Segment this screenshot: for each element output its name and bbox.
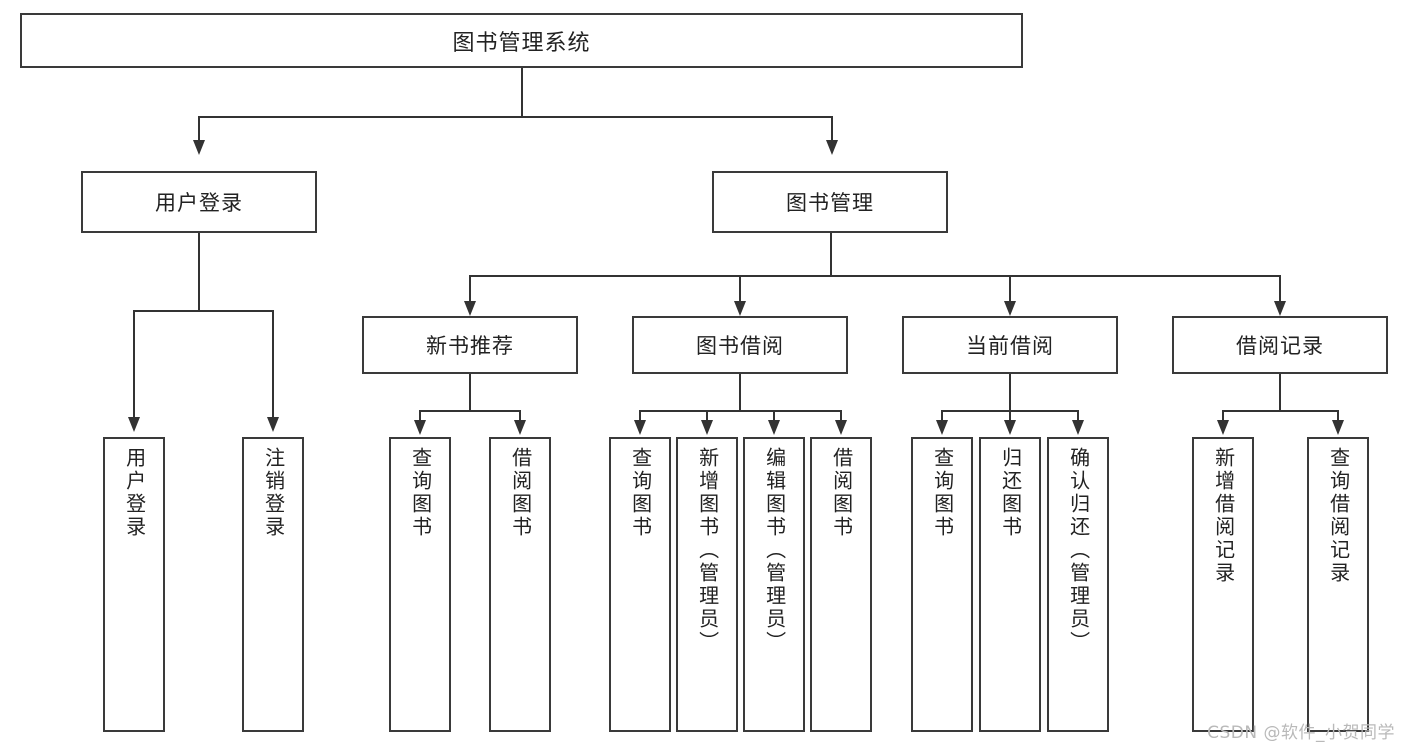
arrow-to-new-book-rec	[464, 301, 476, 316]
connector-root-to-user-login	[198, 116, 200, 140]
connector-book-manage-stem	[830, 233, 832, 275]
connector-user-login-left	[133, 310, 135, 417]
connector-root-stem	[521, 68, 523, 116]
connector-br-bus	[1222, 410, 1337, 412]
node-leaf-cur-return-label: 归还图书	[998, 447, 1023, 539]
node-new-book-rec[interactable]: 新书推荐	[362, 316, 578, 374]
connector-bm-to-new-book-rec	[469, 275, 471, 301]
node-leaf-user-login[interactable]: 用户登录	[103, 437, 165, 732]
connector-bm-to-current-borrow	[1009, 275, 1011, 301]
arrow-to-leaf-rec-search	[1332, 420, 1344, 435]
connector-bb-bus	[639, 410, 840, 412]
node-leaf-borrow-add-label: 新增图书（管理员）	[695, 447, 720, 654]
connector-bb-2	[706, 410, 708, 420]
connector-book-manage-bus	[469, 275, 1281, 277]
connector-root-to-book-manage	[831, 116, 833, 140]
node-leaf-rec-query[interactable]: 查询图书	[389, 437, 451, 732]
arrow-to-leaf-borrow-query	[634, 420, 646, 435]
connector-cb-2	[1009, 410, 1011, 420]
node-leaf-user-logout[interactable]: 注销登录	[242, 437, 304, 732]
connector-bm-to-borrow-record	[1279, 275, 1281, 301]
connector-nbr-right	[519, 410, 521, 420]
arrow-root-to-book-manage	[826, 140, 838, 155]
node-leaf-rec-query-label: 查询图书	[408, 447, 433, 539]
node-current-borrow-label: 当前借阅	[966, 334, 1054, 358]
connector-cb-stem	[1009, 374, 1011, 410]
arrow-to-leaf-borrow-edit	[768, 420, 780, 435]
connector-user-login-bus	[133, 310, 273, 312]
connector-nbr-left	[419, 410, 421, 420]
node-root-label: 图书管理系统	[452, 30, 591, 56]
connector-bb-3	[773, 410, 775, 420]
arrow-to-current-borrow	[1004, 301, 1016, 316]
node-book-manage-label: 图书管理	[786, 191, 874, 215]
connector-bb-1	[639, 410, 641, 420]
node-book-manage[interactable]: 图书管理	[712, 171, 948, 233]
arrow-to-leaf-rec-add	[1217, 420, 1229, 435]
connector-cb-1	[941, 410, 943, 420]
node-leaf-user-logout-label: 注销登录	[261, 447, 286, 539]
node-leaf-cur-confirm[interactable]: 确认归还（管理员）	[1047, 437, 1109, 732]
arrow-to-leaf-user-logout	[267, 417, 279, 432]
node-leaf-borrow-query[interactable]: 查询图书	[609, 437, 671, 732]
connector-user-login-stem	[198, 233, 200, 310]
connector-bb-4	[840, 410, 842, 420]
node-leaf-borrow-do-label: 借阅图书	[829, 447, 854, 539]
node-leaf-borrow-query-label: 查询图书	[628, 447, 653, 539]
connector-br-right	[1337, 410, 1339, 420]
connector-nbr-stem	[469, 374, 471, 410]
node-root[interactable]: 图书管理系统	[20, 13, 1023, 68]
connector-bm-to-book-borrow	[739, 275, 741, 301]
connector-root-bus	[198, 116, 832, 118]
arrow-to-borrow-record	[1274, 301, 1286, 316]
connector-cb-3	[1077, 410, 1079, 420]
node-leaf-borrow-add[interactable]: 新增图书（管理员）	[676, 437, 738, 732]
csdn-watermark: CSDN @软件_小贺同学	[1207, 723, 1395, 743]
node-book-borrow[interactable]: 图书借阅	[632, 316, 848, 374]
node-leaf-cur-confirm-label: 确认归还（管理员）	[1066, 447, 1091, 654]
node-book-borrow-label: 图书借阅	[696, 334, 784, 358]
arrow-root-to-user-login	[193, 140, 205, 155]
node-user-login[interactable]: 用户登录	[81, 171, 317, 233]
arrow-to-leaf-borrow-add	[701, 420, 713, 435]
node-leaf-rec-borrow[interactable]: 借阅图书	[489, 437, 551, 732]
node-borrow-record[interactable]: 借阅记录	[1172, 316, 1388, 374]
node-leaf-cur-return[interactable]: 归还图书	[979, 437, 1041, 732]
arrow-to-book-borrow	[734, 301, 746, 316]
arrow-to-leaf-cur-confirm	[1072, 420, 1084, 435]
arrow-to-leaf-cur-return	[1004, 420, 1016, 435]
connector-bb-stem	[739, 374, 741, 410]
node-user-login-label: 用户登录	[155, 191, 243, 215]
node-leaf-borrow-edit[interactable]: 编辑图书（管理员）	[743, 437, 805, 732]
node-leaf-rec-search[interactable]: 查询借阅记录	[1307, 437, 1369, 732]
node-borrow-record-label: 借阅记录	[1236, 334, 1324, 358]
node-current-borrow[interactable]: 当前借阅	[902, 316, 1118, 374]
node-leaf-user-login-label: 用户登录	[122, 447, 147, 539]
node-leaf-rec-add[interactable]: 新增借阅记录	[1192, 437, 1254, 732]
node-leaf-cur-query-label: 查询图书	[930, 447, 955, 539]
node-leaf-borrow-do[interactable]: 借阅图书	[810, 437, 872, 732]
arrow-to-leaf-borrow-do	[835, 420, 847, 435]
connector-br-left	[1222, 410, 1224, 420]
connector-nbr-bus	[419, 410, 520, 412]
arrow-to-leaf-rec-borrow	[514, 420, 526, 435]
node-leaf-borrow-edit-label: 编辑图书（管理员）	[762, 447, 787, 654]
connector-br-stem	[1279, 374, 1281, 410]
node-leaf-rec-search-label: 查询借阅记录	[1326, 447, 1351, 585]
node-new-book-rec-label: 新书推荐	[426, 334, 514, 358]
arrow-to-leaf-rec-query	[414, 420, 426, 435]
arrow-to-leaf-user-login	[128, 417, 140, 432]
node-leaf-rec-add-label: 新增借阅记录	[1211, 447, 1236, 585]
connector-user-login-right	[272, 310, 274, 417]
node-leaf-cur-query[interactable]: 查询图书	[911, 437, 973, 732]
node-leaf-rec-borrow-label: 借阅图书	[508, 447, 533, 539]
arrow-to-leaf-cur-query	[936, 420, 948, 435]
